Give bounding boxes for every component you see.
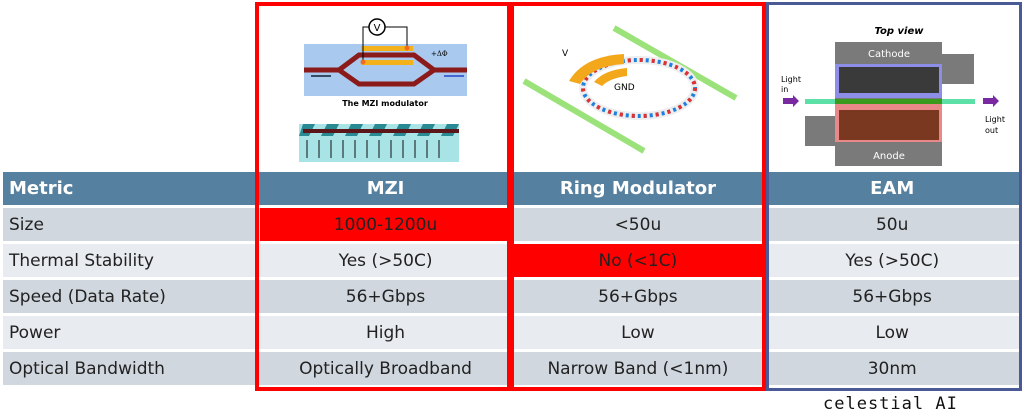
mzi-highlight-box (255, 2, 511, 391)
eam-diagram: Top view Cathode Anode Light in Light ou… (769, 6, 1019, 168)
mzi-diagram: V +ΔΦ The MZI modulator (259, 6, 507, 168)
anode-label: Anode (873, 151, 905, 162)
header-eam: EAM (764, 172, 1020, 205)
celestial-ai-logo: celestial AI (823, 394, 958, 414)
ring-v-label: V (562, 49, 569, 59)
mzi-caption: The MZI modulator (342, 99, 428, 108)
ring-cell: No (<1C) (511, 244, 765, 277)
light-in-label-2: in (781, 85, 788, 94)
header-row: Metric MZI Ring Modulator EAM (3, 172, 1020, 205)
eam-cell: Low (764, 316, 1020, 349)
table-row: Power High Low Low (3, 316, 1020, 349)
mzi-cell: Yes (>50C) (259, 244, 512, 277)
eam-title: Top view (874, 26, 924, 37)
voltage-label: V (374, 23, 381, 34)
mzi-cell: 1000-1200u (259, 208, 512, 241)
phase-label: +ΔΦ (431, 50, 448, 58)
header-mzi: MZI (259, 172, 512, 205)
header-metric: Metric (3, 172, 260, 205)
light-out-label-2: out (985, 126, 998, 135)
ring-cell: Narrow Band (<1nm) (511, 352, 765, 385)
mzi-cell: High (259, 316, 512, 349)
ring-cell: 56+Gbps (511, 280, 765, 313)
metric-cell: Thermal Stability (3, 244, 260, 277)
eam-cell: 30nm (764, 352, 1020, 385)
table-row: Size 1000-1200u <50u 50u (3, 208, 1020, 241)
eam-cell: Yes (>50C) (764, 244, 1020, 277)
eam-cell: 56+Gbps (764, 280, 1020, 313)
light-out-label-1: Light (985, 115, 1005, 124)
light-out-arrow-icon (983, 95, 999, 107)
table-row: Optical Bandwidth Optically Broadband Na… (3, 352, 1020, 385)
cathode-label: Cathode (868, 49, 910, 60)
ring-highlight-box (510, 2, 766, 391)
metric-cell: Speed (Data Rate) (3, 280, 260, 313)
eam-cell: 50u (764, 208, 1020, 241)
table-row: Speed (Data Rate) 56+Gbps 56+Gbps 56+Gbp… (3, 280, 1020, 313)
metric-cell: Optical Bandwidth (3, 352, 260, 385)
mzi-cell: Optically Broadband (259, 352, 512, 385)
mzi-cell: 56+Gbps (259, 280, 512, 313)
metric-cell: Size (3, 208, 260, 241)
comparison-table: Metric MZI Ring Modulator EAM Size 1000-… (3, 169, 1020, 388)
metric-cell: Power (3, 316, 260, 349)
table-row: Thermal Stability Yes (>50C) No (<1C) Ye… (3, 244, 1020, 277)
ring-gnd-label: GND (614, 83, 635, 93)
light-in-arrow-icon (783, 95, 799, 107)
ring-cell: Low (511, 316, 765, 349)
light-in-label-1: Light (781, 75, 801, 84)
eam-highlight-box (766, 2, 1022, 391)
header-ring-modulator: Ring Modulator (511, 172, 765, 205)
ring-cell: <50u (511, 208, 765, 241)
ring-modulator-diagram: V GND (514, 6, 762, 168)
